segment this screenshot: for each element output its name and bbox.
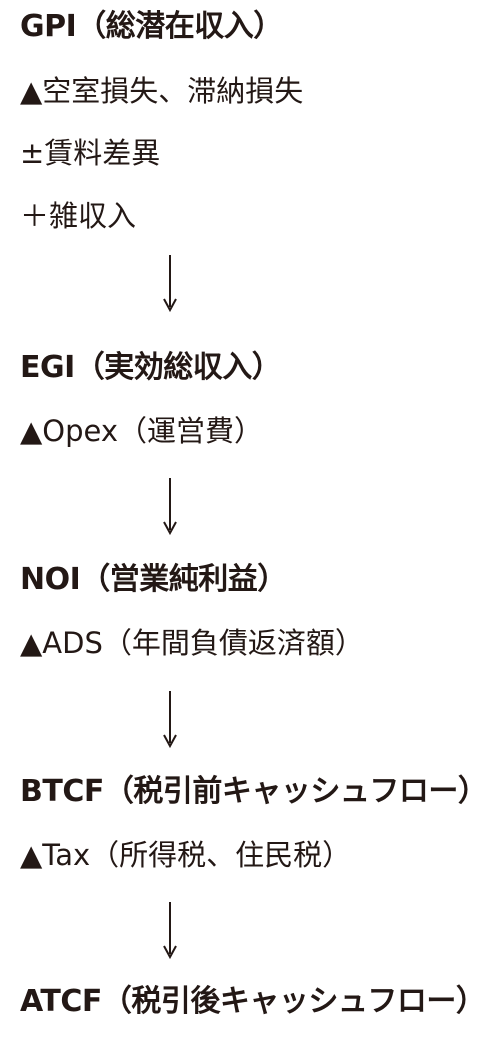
btcf-item-tax: ▲Tax（所得税、住民税）	[20, 838, 352, 872]
atcf-heading: ATCF（税引後キャッシュフロー）	[20, 984, 486, 1019]
gpi-item-vacancy-loss: ▲空室損失、滞納損失	[20, 74, 304, 108]
egi-heading: EGI（実効総収入）	[20, 350, 282, 385]
down-arrow-icon	[160, 255, 180, 313]
gpi-heading: GPI（総潜在収入）	[20, 9, 283, 44]
gpi-item-misc-income: ＋雑収入	[20, 199, 137, 233]
down-arrow-icon	[160, 902, 180, 960]
down-arrow-icon	[160, 691, 180, 749]
btcf-heading: BTCF（税引前キャッシュフロー）	[20, 774, 488, 809]
egi-item-opex: ▲Opex（運営費）	[20, 414, 264, 448]
noi-heading: NOI（営業純利益）	[20, 562, 287, 597]
gpi-item-rent-difference: ±賃料差異	[20, 136, 161, 170]
noi-item-ads: ▲ADS（年間負債返済額）	[20, 626, 364, 660]
down-arrow-icon	[160, 478, 180, 536]
